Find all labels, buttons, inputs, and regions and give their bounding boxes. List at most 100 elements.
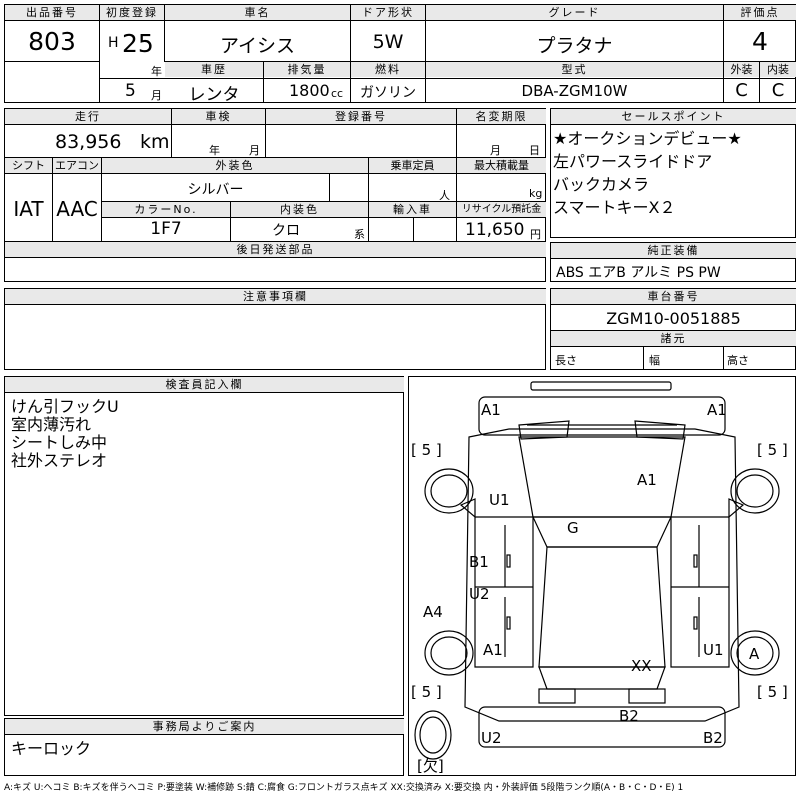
office-notes-panel: 事務局よりご案内 キーロック <box>4 718 404 776</box>
load-unit: kg <box>529 187 543 200</box>
spare-tire <box>414 710 452 760</box>
length-label: 長さ <box>555 354 577 367</box>
headlight-right <box>634 420 686 440</box>
color-number: 1F7 <box>150 219 182 239</box>
chassis-header: 車台番号 <box>551 289 796 304</box>
notes-header: 注意事項欄 <box>5 289 546 304</box>
exterior-grade-header: 外装 <box>724 62 759 77</box>
sales-point-2: 左パワースライドドア <box>553 152 713 171</box>
mark-a-wheel: A <box>749 645 760 663</box>
grade: プラタナ <box>536 35 613 57</box>
shift-value: IAT <box>13 197 44 221</box>
model-header: 型式 <box>426 62 723 77</box>
wheel-rear-left <box>424 630 474 676</box>
mark-a4-left: A4 <box>423 603 443 621</box>
score-value: 4 <box>752 27 768 56</box>
sales-points-panel: セールスポイント ★オークションデビュー★ 左パワースライドドア バックカメラ … <box>550 108 796 238</box>
displacement-header: 排気量 <box>264 62 350 77</box>
wheel-rear-right <box>730 630 780 676</box>
ac-value: AAC <box>56 197 98 221</box>
headlight-left <box>518 420 570 440</box>
title-month-unit: 月 <box>490 144 501 157</box>
inspection-year-unit: 年 <box>209 144 220 157</box>
mark-u1-left-front: U1 <box>489 491 510 509</box>
roof <box>538 546 666 668</box>
right-side <box>670 516 730 668</box>
inspector-note-3: シートしみ中 <box>11 433 108 452</box>
chassis-panel: 車台番号 ZGM10-0051885 諸元 長さ 幅 高さ <box>550 288 796 370</box>
interior-color-header: 内装色 <box>231 202 368 217</box>
height-label: 高さ <box>727 354 749 367</box>
history: レンタ <box>188 85 240 105</box>
mark-b2-rear-right: B2 <box>703 729 723 747</box>
mark-xx-roof: XX <box>631 657 652 675</box>
recycle-fee: 11,650 <box>465 220 525 240</box>
era: H <box>108 35 119 51</box>
front-bumper-top <box>530 381 672 391</box>
front-bumper <box>478 396 726 436</box>
mirror-right <box>728 498 745 519</box>
exterior-color-header: 外装色 <box>102 158 368 173</box>
equipment-list: ABS エアB アルミ PS PW <box>556 265 721 281</box>
mark-a1-left-rear: A1 <box>483 641 503 659</box>
month-unit: 月 <box>151 89 162 102</box>
inspector-note-2: 室内薄汚れ <box>11 415 92 434</box>
hood <box>518 436 686 518</box>
office-notes-header: 事務局よりご案内 <box>5 719 404 734</box>
mirror-left <box>459 498 476 519</box>
rear-bumper <box>478 706 726 748</box>
specs-header: 諸元 <box>551 331 796 346</box>
office-note-1: キーロック <box>11 739 92 758</box>
mark-g-windshield: G <box>567 519 579 537</box>
fuel: ガソリン <box>360 85 416 101</box>
inspector-note-1: けん引フックU <box>11 397 119 416</box>
mark-a1-front-right: A1 <box>707 401 727 419</box>
sales-point-3: バックカメラ <box>553 175 650 194</box>
ac-header: エアコン <box>53 158 101 173</box>
color-number-header: カラーNo. <box>102 202 230 217</box>
mark-bracket-tr: [ 5 ] <box>757 441 788 459</box>
rear-light-right <box>628 688 666 704</box>
mark-u2-rear-left: U2 <box>481 729 502 747</box>
mark-u1-right-rear: U1 <box>703 641 724 659</box>
header-table: 出品番号 初度登録 車名 ドア形状 グレード 評価点 803 H 25 年 アイ… <box>4 4 796 105</box>
displacement-unit: cc <box>331 87 344 100</box>
inspector-notes-header: 検査員記入欄 <box>5 377 404 392</box>
mark-a1-front-left: A1 <box>481 401 501 419</box>
score-header: 評価点 <box>724 5 796 20</box>
plate-header: 登録番号 <box>266 109 456 124</box>
mileage-header: 走行 <box>5 109 171 124</box>
import-header: 輸入車 <box>369 202 456 217</box>
lot-number: 803 <box>28 27 76 56</box>
notes-panel: 注意事項欄 <box>4 288 546 370</box>
exterior-color: シルバー <box>187 182 244 198</box>
interior-color-unit: 系 <box>354 228 365 241</box>
mark-b1-left: B1 <box>469 553 489 571</box>
interior-color: クロ <box>272 223 300 239</box>
exterior-grade: C <box>735 80 748 101</box>
rear-light-left <box>538 688 576 704</box>
recycle-header: リサイクル預託金 <box>457 202 546 217</box>
interior-grade: C <box>771 80 785 101</box>
inspection-month-unit: 月 <box>249 144 260 157</box>
door-type: 5W <box>372 31 404 53</box>
door-header: ドア形状 <box>351 5 425 20</box>
sales-point-4: スマートキーX２ <box>553 198 676 217</box>
mark-b2-rear: B2 <box>619 707 639 725</box>
later-parts-header: 後日発送部品 <box>5 242 546 257</box>
recycle-unit: 円 <box>530 228 541 241</box>
width-label: 幅 <box>649 354 660 367</box>
wheel-front-right <box>730 468 780 514</box>
fuel-header: 燃料 <box>351 62 425 77</box>
max-load-header: 最大積載量 <box>457 158 546 173</box>
displacement: 1800 <box>289 81 330 100</box>
chassis-number: ZGM10-0051885 <box>606 309 741 328</box>
car-name: アイシス <box>219 35 296 57</box>
title-deadline-header: 名変期限 <box>457 109 546 124</box>
capacity-unit: 人 <box>439 189 450 202</box>
lot-number-header: 出品番号 <box>5 5 99 20</box>
first-registration-header: 初度登録 <box>100 5 164 20</box>
windshield <box>532 516 672 548</box>
registration-year: 25 <box>122 29 154 58</box>
history-header: 車歴 <box>165 62 263 77</box>
